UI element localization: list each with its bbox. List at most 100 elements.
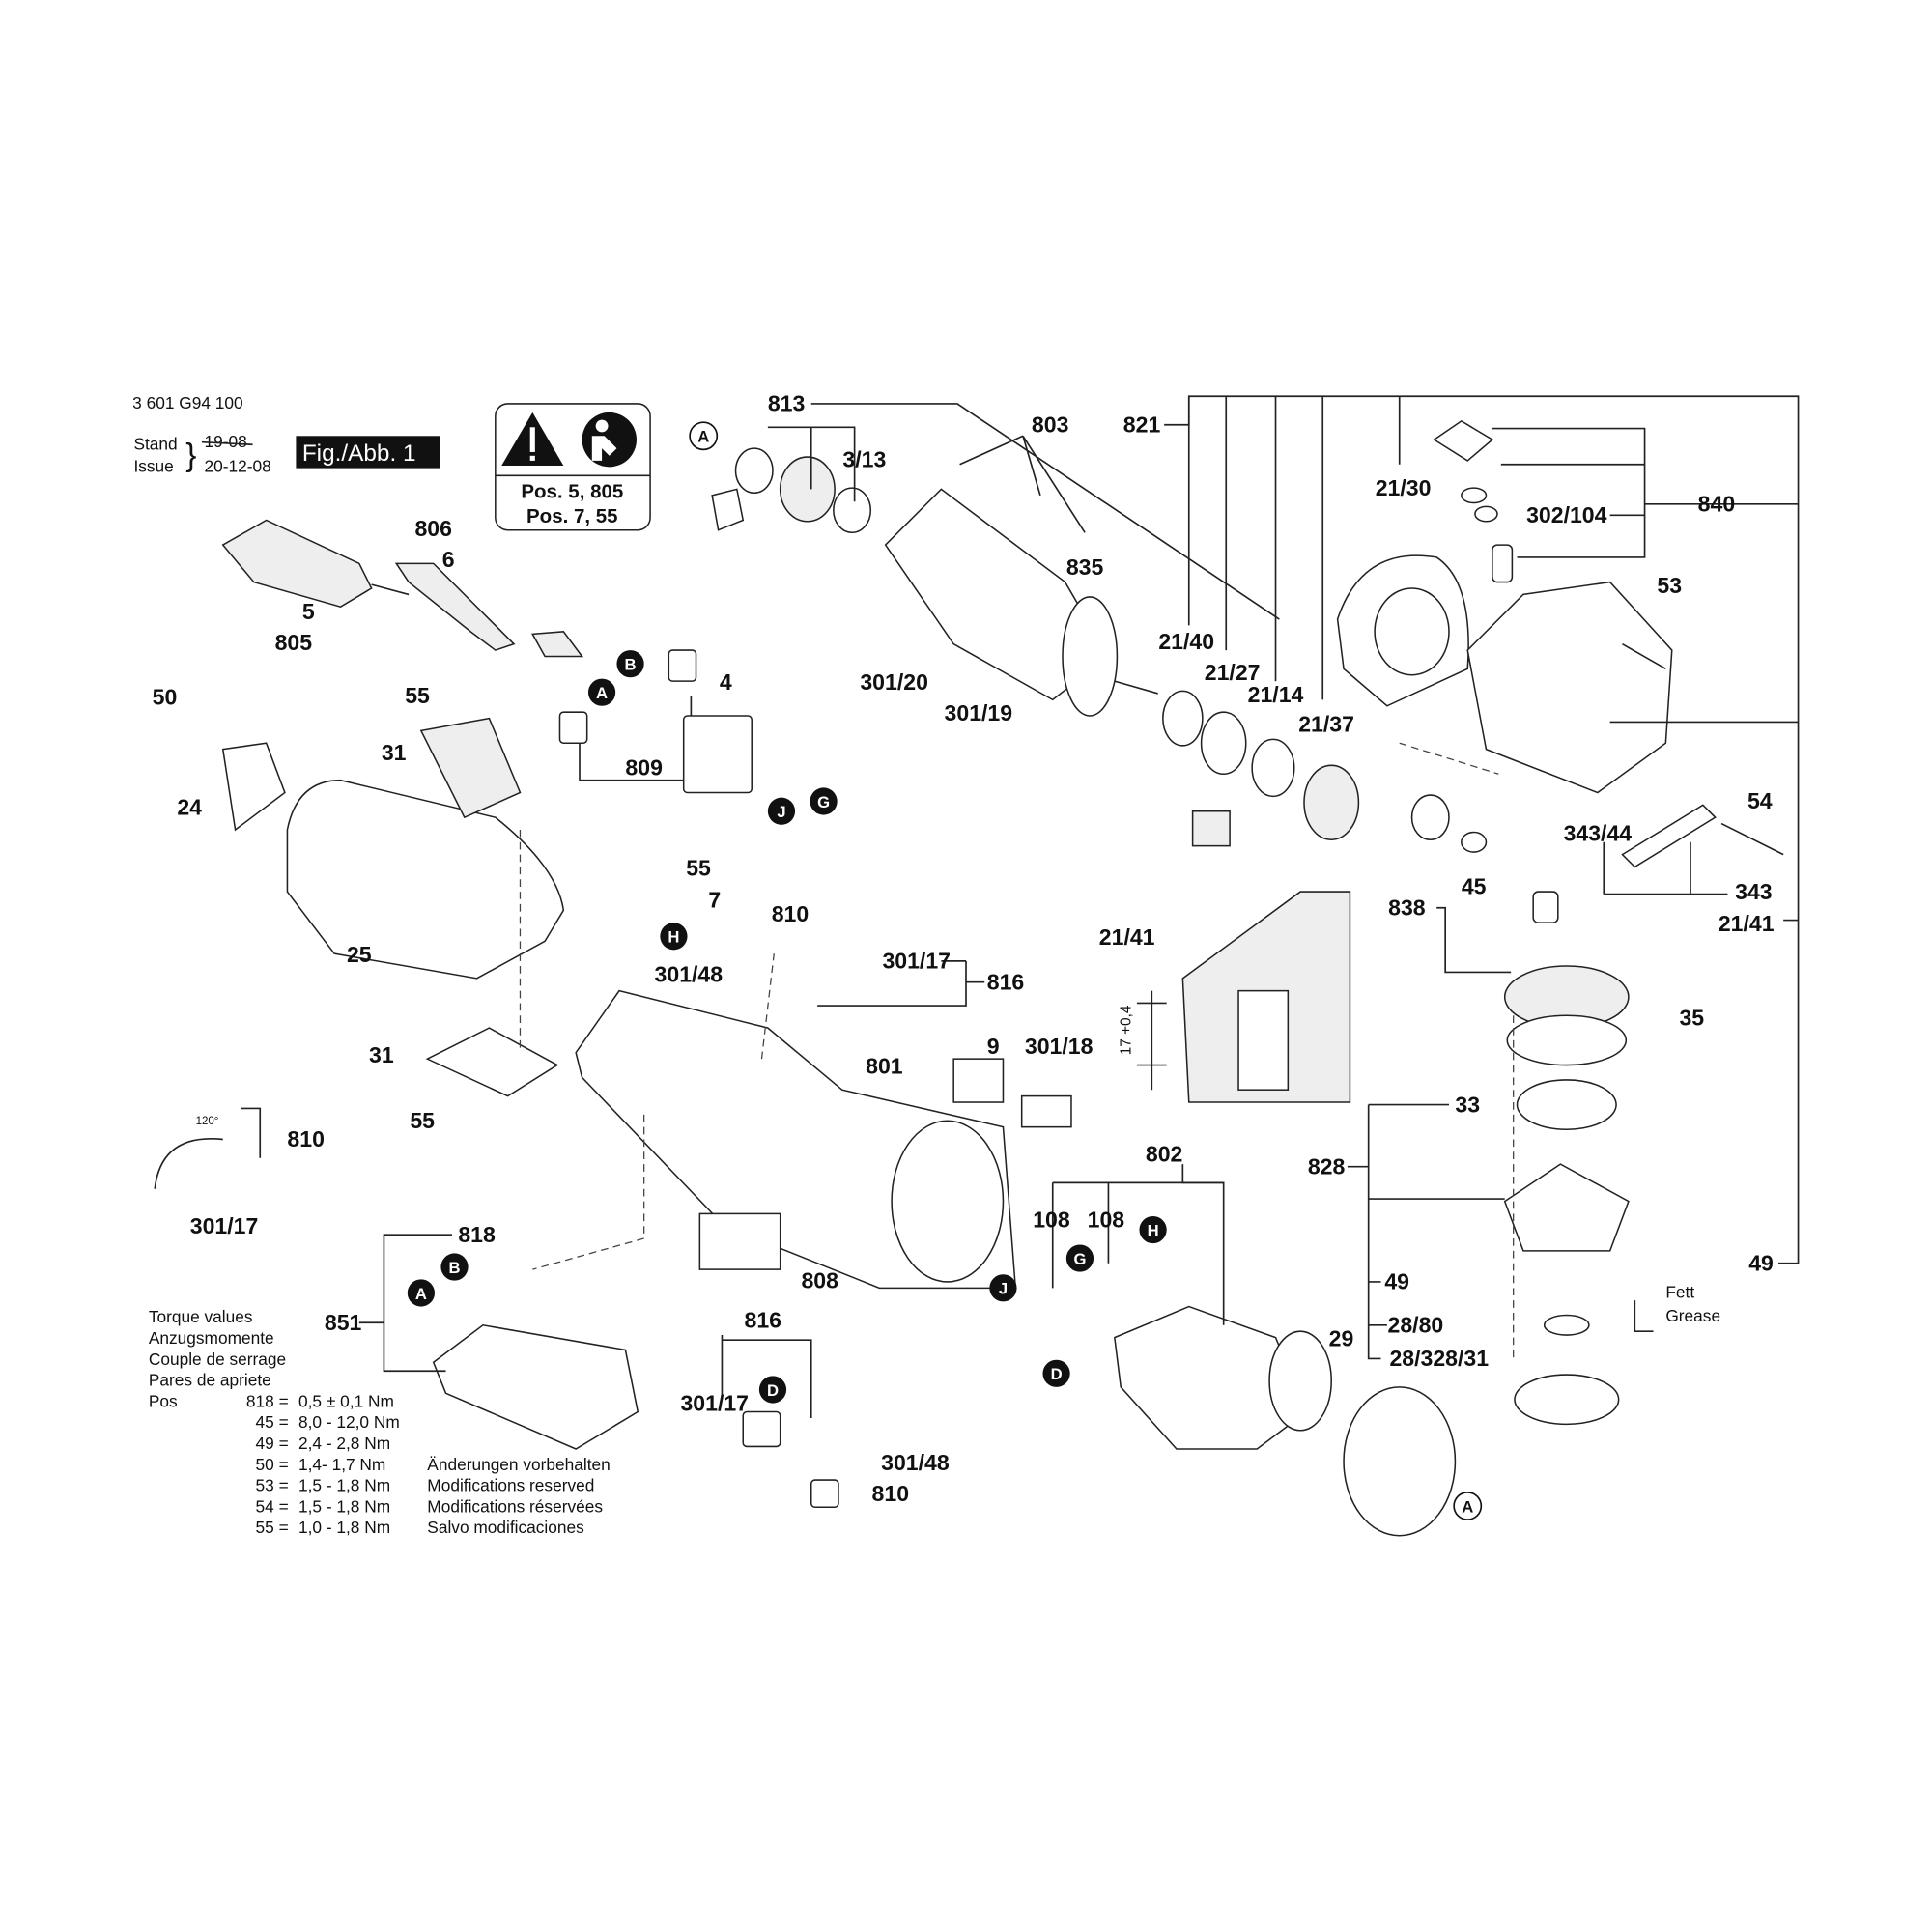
marker-letter: A [697,428,709,446]
part-callout: 7 [708,888,721,913]
stand-label: Stand [133,434,177,453]
torque-table: Torque values Anzugsmomente Couple de se… [149,1307,400,1537]
marker-letter: H [668,928,679,947]
connection-marker: J [767,797,796,825]
part-callout: 6 [442,547,455,572]
angle-label: 120° [196,1116,219,1127]
marker-letter: G [817,793,830,811]
part-callout: 49 [1748,1250,1774,1275]
connection-marker: A [689,421,719,451]
part-callout: 31 [369,1042,394,1067]
issue-label: Issue [133,456,173,475]
part-callout: 21/27 [1205,660,1261,685]
marker-letter: A [415,1285,427,1303]
marker-letter: D [767,1381,779,1400]
part-callout: 835 [1066,554,1104,580]
grease-de-label: Fett [1665,1283,1694,1302]
part-callout: 33 [1455,1092,1480,1117]
connection-marker: A [587,678,616,706]
torque-value: 8,0 - 12,0 Nm [298,1412,400,1432]
part-callout: 28/328/31 [1389,1346,1489,1371]
torque-pos: 53 = [256,1476,289,1495]
part-callout: 806 [414,516,451,541]
torque-value: 1,0 - 1,8 Nm [298,1518,390,1537]
part-callout: 31 [382,740,407,765]
warning-box: Pos. 5, 805 Pos. 7, 55 [495,403,651,531]
part-callout: 53 [1657,573,1682,598]
torque-title-fr: Couple de serrage [149,1350,286,1369]
part-callout: 821 [1123,412,1161,437]
part-callout: 21/41 [1719,911,1775,936]
torque-value: 1,5 - 1,8 Nm [298,1476,390,1495]
part-number: 3 601 G94 100 [132,393,242,412]
part-callout: 816 [745,1307,781,1332]
part-callout: 343/44 [1564,821,1633,846]
part-callout: 810 [287,1126,324,1151]
figure-label: Fig./Abb. 1 [302,440,416,467]
part-callout: 29 [1329,1326,1354,1351]
part-callout: 21/30 [1376,475,1432,500]
bevel-gear-and-flange [1503,965,1630,1426]
connection-marker: J [989,1274,1017,1302]
part-callout: 21/14 [1248,682,1304,707]
part-callout: 809 [625,755,662,781]
connection-marker: G [1065,1244,1094,1272]
torque-value: 0,5 ± 0,1 Nm [298,1391,394,1410]
part-callout: 851 [325,1310,362,1335]
part-callout: 802 [1146,1142,1182,1167]
torque-value: 1,4- 1,7 Nm [298,1455,385,1474]
connection-marker: B [616,650,644,678]
part-callout: 21/40 [1158,629,1214,654]
part-callout: 301/19 [945,700,1013,725]
torque-value: 2,4 - 2,8 Nm [298,1434,390,1453]
dimension-label: 17 +0,4 [1119,1005,1135,1055]
brush-holders [558,649,753,794]
torque-pos: 54 = [256,1496,289,1516]
connection-marker: B [440,1253,469,1281]
connection-marker: G [810,787,838,815]
connection-marker: D [1042,1359,1070,1387]
part-callout: 55 [405,683,430,708]
connection-marker: H [1139,1215,1167,1244]
marker-letter: G [1073,1250,1086,1268]
connection-marker: A [1453,1492,1483,1520]
strike-line [201,440,253,446]
part-callout: 343 [1735,879,1772,904]
grease-en-label: Grease [1665,1306,1720,1325]
marker-letter: A [1462,1497,1473,1516]
field-coil-and-fan-guard [742,1305,1457,1537]
section-view [1181,891,1351,1103]
torque-value: 1,5 - 1,8 Nm [298,1496,390,1516]
leader-lines [242,395,1800,1418]
part-callout: 816 [987,969,1024,994]
part-callout: 805 [275,630,313,655]
marker-letter: D [1051,1365,1063,1383]
callout-layer: 8133/1380383582121/30840302/1045321/4021… [153,391,1775,1506]
part-callout: 108 [1088,1208,1125,1233]
note-fr: Modifications réservées [427,1496,603,1516]
part-callout: 828 [1308,1153,1346,1179]
part-callout: 803 [1032,412,1068,437]
part-callout: 45 [1462,874,1487,899]
note-de: Änderungen vorbehalten [427,1455,610,1474]
part-callout: 21/37 [1298,712,1354,737]
connection-marker: H [660,923,688,951]
note-en: Modifications reserved [427,1476,594,1495]
part-callout: 302/104 [1526,502,1607,527]
warning-line-1: Pos. 5, 805 [521,480,623,502]
part-callout: 838 [1388,895,1426,920]
part-callout: 50 [153,684,178,709]
part-callout: 301/17 [680,1390,749,1415]
marker-letter: A [596,684,608,702]
figure-label-box [296,436,440,469]
part-callout: 55 [686,855,711,880]
part-callout: 3/13 [842,446,886,471]
part-callout: 301/17 [190,1213,259,1238]
marker-letter: B [625,656,637,674]
part-callout: 810 [772,901,809,926]
part-callout: 301/17 [882,949,951,974]
torque-pos: 818 = [246,1391,289,1410]
part-callout: 35 [1679,1006,1704,1031]
